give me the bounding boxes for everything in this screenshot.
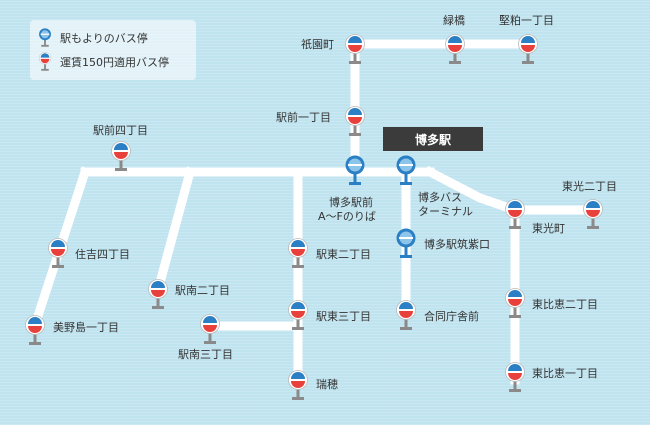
fare-stop-icon (345, 34, 365, 64)
hakata-station-label[interactable]: 博多駅 (383, 127, 483, 151)
bus-stop-godochosha[interactable] (396, 300, 416, 332)
bus-stop-chikushiguchi[interactable] (396, 228, 416, 260)
label-higashihie1: 東比恵一丁目 (532, 367, 598, 380)
label-minoshima1: 美野島一丁目 (53, 321, 119, 334)
label-hakataekimae-2: A～Fのりば (318, 210, 376, 223)
fare-stop-icon (288, 300, 308, 330)
fare-stop-icon (445, 34, 465, 64)
fare-stop-icon (48, 238, 68, 268)
near-stop-icon (396, 155, 416, 185)
fare-stop-icon (505, 288, 525, 318)
near-stop-icon (345, 155, 365, 185)
fare-stop-icon (288, 238, 308, 268)
label-hakataekimae-1: 博多駅前 (329, 196, 373, 209)
bus-stop-higashiko2[interactable] (583, 199, 603, 231)
near-stop-icon (39, 28, 51, 47)
fare-stop-icon (38, 52, 52, 71)
bus-stop-higashihie2[interactable] (505, 288, 525, 320)
bus-stop-minoshima1[interactable] (25, 315, 45, 347)
label-katakasu: 堅粕一丁目 (499, 14, 554, 27)
legend: 駅もよりのバス停 運賃150円適用バス停 (30, 20, 196, 80)
bus-stop-higashihie1[interactable] (505, 362, 525, 394)
fare-stop-icon (518, 34, 538, 64)
legend-fare-row: 運賃150円適用バス停 (38, 52, 169, 72)
label-hakatabus-1: 博多バス (418, 191, 462, 204)
bus-stop-sumiyoshi4[interactable] (48, 238, 68, 270)
label-hakatabus-2: ターミナル (418, 205, 473, 218)
bus-stop-higashiko[interactable] (505, 199, 525, 231)
fare-stop-icon (583, 199, 603, 229)
bus-stop-mizuho[interactable] (288, 370, 308, 402)
bus-stop-midoribashi[interactable] (445, 34, 465, 66)
label-mizuho: 瑞穂 (316, 378, 338, 391)
bus-stop-ekimae1[interactable] (345, 106, 365, 138)
label-ekihigashi2: 駅東二丁目 (316, 248, 371, 261)
label-sumiyoshi4: 住吉四丁目 (75, 248, 130, 261)
label-godochosha: 合同庁舎前 (424, 310, 479, 323)
fare-stop-icon (25, 315, 45, 345)
bus-stop-ekimae4[interactable] (111, 141, 131, 173)
fare-stop-icon (505, 199, 525, 229)
fare-stop-icon (200, 314, 220, 344)
bus-stop-ekihigashi2[interactable] (288, 238, 308, 270)
label-ekimae1: 駅前一丁目 (276, 111, 331, 124)
label-higashiko2: 東光二丁目 (562, 180, 617, 193)
road-higashiko (423, 165, 600, 215)
legend-near-row: 駅もよりのバス停 (38, 28, 148, 48)
fare-stop-icon (505, 362, 525, 392)
label-gion: 祇園町 (301, 38, 334, 51)
fare-stop-icon (345, 106, 365, 136)
bus-stop-ekiminami2[interactable] (148, 279, 168, 311)
fare-stop-icon (148, 279, 168, 309)
near-stop-icon (396, 228, 416, 258)
label-ekiminami3: 駅南三丁目 (178, 348, 233, 361)
label-midoribashi: 緑橋 (443, 14, 465, 27)
label-ekiminami2: 駅南二丁目 (175, 284, 230, 297)
bus-stop-hakatabus[interactable] (396, 155, 416, 187)
bus-stop-hakataekimae[interactable] (345, 155, 365, 187)
bus-stop-gion[interactable] (345, 34, 365, 66)
legend-fare-label: 運賃150円適用バス停 (60, 56, 169, 69)
legend-near-label: 駅もよりのバス停 (60, 32, 148, 45)
bus-stop-ekiminami3[interactable] (200, 314, 220, 346)
label-ekimae4: 駅前四丁目 (93, 124, 148, 137)
road-ekiminami2 (152, 166, 196, 296)
fare-stop-icon (396, 300, 416, 330)
bus-stop-ekihigashi3[interactable] (288, 300, 308, 332)
label-higashiko: 東光町 (532, 222, 565, 235)
label-higashihie2: 東比恵二丁目 (532, 298, 598, 311)
label-chikushiguchi: 博多駅筑紫口 (424, 238, 490, 251)
label-ekihigashi3: 駅東三丁目 (316, 310, 371, 323)
fare-stop-icon (288, 370, 308, 400)
bus-stop-katakasu[interactable] (518, 34, 538, 66)
fare-stop-icon (111, 141, 131, 171)
